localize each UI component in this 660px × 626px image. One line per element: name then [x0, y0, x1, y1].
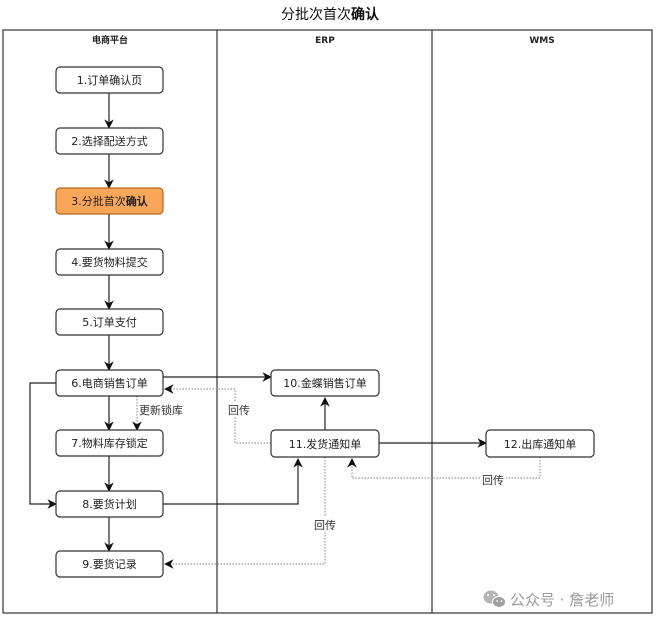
- edge-12-11-return: [347, 457, 541, 479]
- edge-11-9-return: [164, 457, 326, 569]
- node-6-label: 6.电商销售订单: [71, 376, 148, 390]
- node-10-label: 10.金蝶销售订单: [283, 376, 367, 390]
- node-5[interactable]: 5.订单支付: [55, 308, 164, 336]
- node-1[interactable]: 1.订单确认页: [55, 66, 164, 94]
- edge-labels: 更新锁库 回传 回传 回传: [138, 402, 506, 532]
- edge-label-update-lock: 更新锁库: [139, 403, 183, 417]
- watermark: 公众号 · 詹老师: [483, 590, 614, 609]
- lane-title-ecom: 电商平台: [92, 34, 128, 46]
- node-3-label: 3.分批首次确认: [71, 194, 148, 208]
- nodes: 1.订单确认页 2.选择配送方式 3.分批首次确认 4.要货物料提交 5.订单支…: [55, 66, 595, 578]
- node-5-label: 5.订单支付: [82, 316, 137, 329]
- node-11[interactable]: 11.发货通知单: [270, 429, 380, 458]
- lane-title-wms: WMS: [529, 36, 554, 46]
- node-2-label: 2.选择配送方式: [71, 134, 148, 148]
- node-8-label: 8.要货计划: [82, 497, 137, 511]
- edge-label-bg: [312, 517, 338, 532]
- edge-label-bg: [480, 472, 506, 487]
- diagram-title: 分批次首次确认: [281, 6, 380, 23]
- edge-label-bg: [138, 402, 186, 417]
- node-9[interactable]: 9.要货记录: [55, 550, 164, 578]
- edge-label-return-12: 回传: [482, 474, 504, 487]
- node-2[interactable]: 2.选择配送方式: [55, 127, 164, 155]
- node-8[interactable]: 8.要货计划: [55, 490, 164, 518]
- edge-label-return-9: 回传: [314, 519, 336, 532]
- node-3[interactable]: 3.分批首次确认: [55, 187, 164, 215]
- node-1-label: 1.订单确认页: [77, 74, 143, 87]
- node-12[interactable]: 12.出库通知单: [485, 429, 595, 458]
- node-9-label: 9.要货记录: [82, 557, 137, 571]
- edge-label-bg: [226, 402, 252, 417]
- node-12-label: 12.出库通知单: [504, 437, 577, 451]
- swimlanes: 电商平台 ERP WMS: [2, 29, 653, 614]
- node-4[interactable]: 4.要货物料提交: [55, 248, 164, 276]
- node-4-label: 4.要货物料提交: [71, 255, 148, 269]
- lane-title-erp: ERP: [315, 36, 335, 46]
- node-7-label: 7.物料库存锁定: [71, 436, 148, 450]
- edge-8-11: [163, 458, 303, 505]
- node-7[interactable]: 7.物料库存锁定: [55, 429, 164, 457]
- edge-label-return-6: 回传: [228, 404, 250, 417]
- wechat-icon: [483, 590, 506, 608]
- edge-6-8: [29, 382, 57, 509]
- pool-border: [2, 29, 653, 614]
- node-6[interactable]: 6.电商销售订单: [55, 369, 164, 397]
- node-10[interactable]: 10.金蝶销售订单: [270, 369, 380, 397]
- node-11-label: 11.发货通知单: [289, 437, 362, 451]
- watermark-text: 公众号 · 詹老师: [510, 591, 614, 609]
